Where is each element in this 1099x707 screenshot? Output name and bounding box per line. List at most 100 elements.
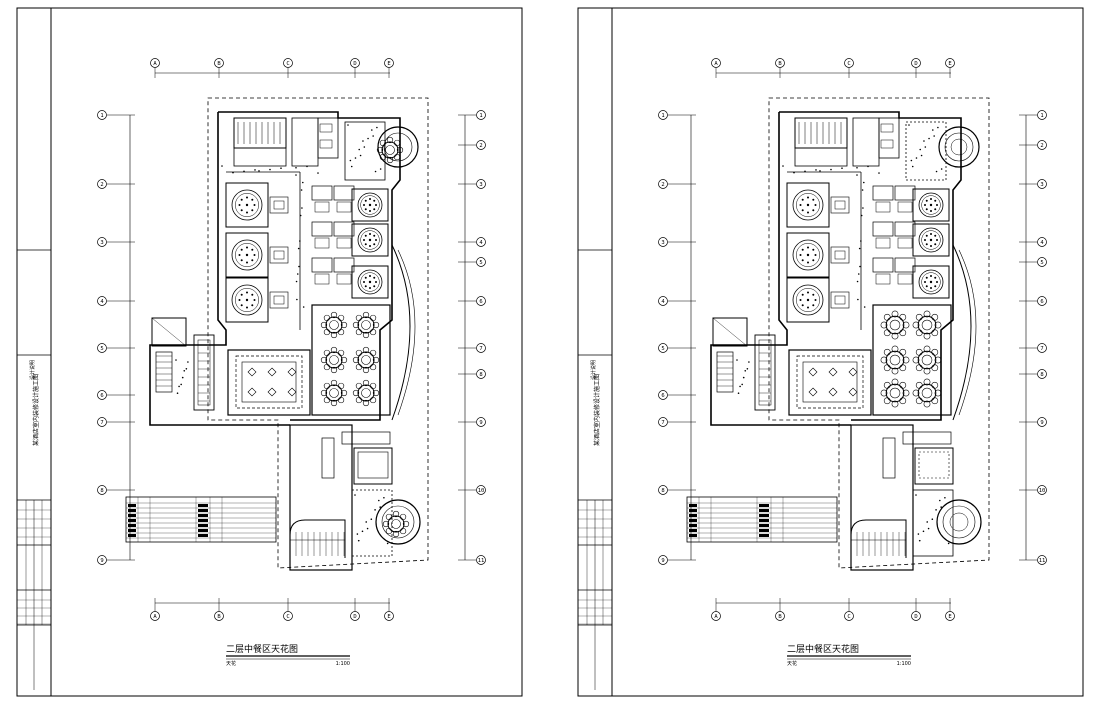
fixture-box [336,201,352,213]
light-dot [930,245,932,247]
chandelier-mark [267,387,277,397]
chair-mark [369,363,377,371]
side-room [712,317,748,347]
private-dining-room [225,277,269,323]
light-dot [386,542,389,545]
grid-bubble-right [476,417,486,427]
chair-mark [362,331,370,339]
chair-mark [931,381,939,389]
bar-counter-inner [197,339,211,406]
chair-mark [891,310,899,318]
grid-bubble-right [476,140,486,150]
grid-bubble-right [476,257,486,267]
round-table-ceiling [231,189,263,221]
grid-bubble-left [97,179,107,189]
light-dot [373,208,376,211]
light-dot [744,370,747,372]
light-dot [801,198,804,201]
grid-bubble-right [476,237,486,247]
legend-symbol [689,504,697,507]
grid-bubble-bottom [150,611,160,621]
round-table-ring [921,195,941,215]
private-dining-room [912,188,950,222]
light-dot [254,169,256,171]
chair-mark [337,328,345,336]
light-dot [934,276,937,279]
light-dot [807,291,809,294]
chair-mark [915,381,923,389]
grid-bubble-label: 6 [1040,299,1043,305]
legend-symbol [128,514,136,517]
light-dot [368,238,372,242]
chair-mark [369,396,377,404]
light-dot [929,203,933,207]
chair-mark [340,389,348,397]
chair-mark [883,364,891,372]
title-block [16,7,52,697]
light-dot [246,211,248,214]
service-cubicle [311,257,333,273]
chair-mark [372,321,380,329]
chair-mark [931,329,939,337]
light-dot [919,148,922,151]
chair-mark [320,389,328,397]
grid-bubble-label: B [217,614,221,620]
grid-bubble-bottom [214,611,224,621]
light-dot [180,383,182,386]
fixture-box [314,273,330,285]
light-dot [863,181,865,184]
light-dot [936,239,938,241]
light-dot [368,203,372,207]
fixture-box [897,201,913,213]
light-dot [801,304,804,307]
chair-mark [396,146,404,154]
light-dot [368,280,372,284]
tower-ring [383,132,413,162]
light-dot [807,196,809,199]
round-table-ring [385,145,395,155]
light-dot [363,204,365,206]
light-dot [364,234,367,237]
grid-bubble-left [97,110,107,120]
fixture-box [897,237,913,249]
grid-bubble-left [97,417,107,427]
light-dot [927,527,930,530]
exterior-wall [710,112,851,426]
grid-bubble-bottom [350,611,360,621]
grid-bubble-label: 7 [479,346,482,352]
grid-bubble-label: 1 [661,113,664,119]
light-dot [238,204,241,206]
round-table-ceiling [357,269,383,295]
chair-mark [902,321,910,329]
light-dot [300,189,303,191]
grid-bubble-label: 11 [478,558,485,564]
light-dot [807,261,809,264]
fixture-box [880,123,894,133]
light-dot [911,165,914,168]
light-dot [240,198,243,201]
round-table-ceiling [231,284,263,316]
light-dot [924,281,926,283]
service-cubicle [872,221,894,237]
light-dot [362,140,364,142]
grid-bubble-bottom [945,611,955,621]
light-dot [245,203,249,207]
grid-bubble-label: 8 [661,488,664,494]
floor-plan [125,97,429,571]
fixture-box [834,250,846,260]
fixture-box [319,139,333,149]
light-dot [178,385,180,388]
chair-mark [931,313,939,321]
light-dot [373,234,376,237]
light-dot [812,198,815,201]
light-dot [302,181,304,184]
grid-bubble-bottom [775,611,785,621]
private-dining-room [786,232,830,278]
light-dot [251,293,254,296]
chair-mark [320,356,328,364]
grid-bubble-left [97,296,107,306]
tower-ring [942,505,976,539]
light-dot [246,306,248,309]
light-dot [807,306,809,309]
light-dot [878,172,880,174]
